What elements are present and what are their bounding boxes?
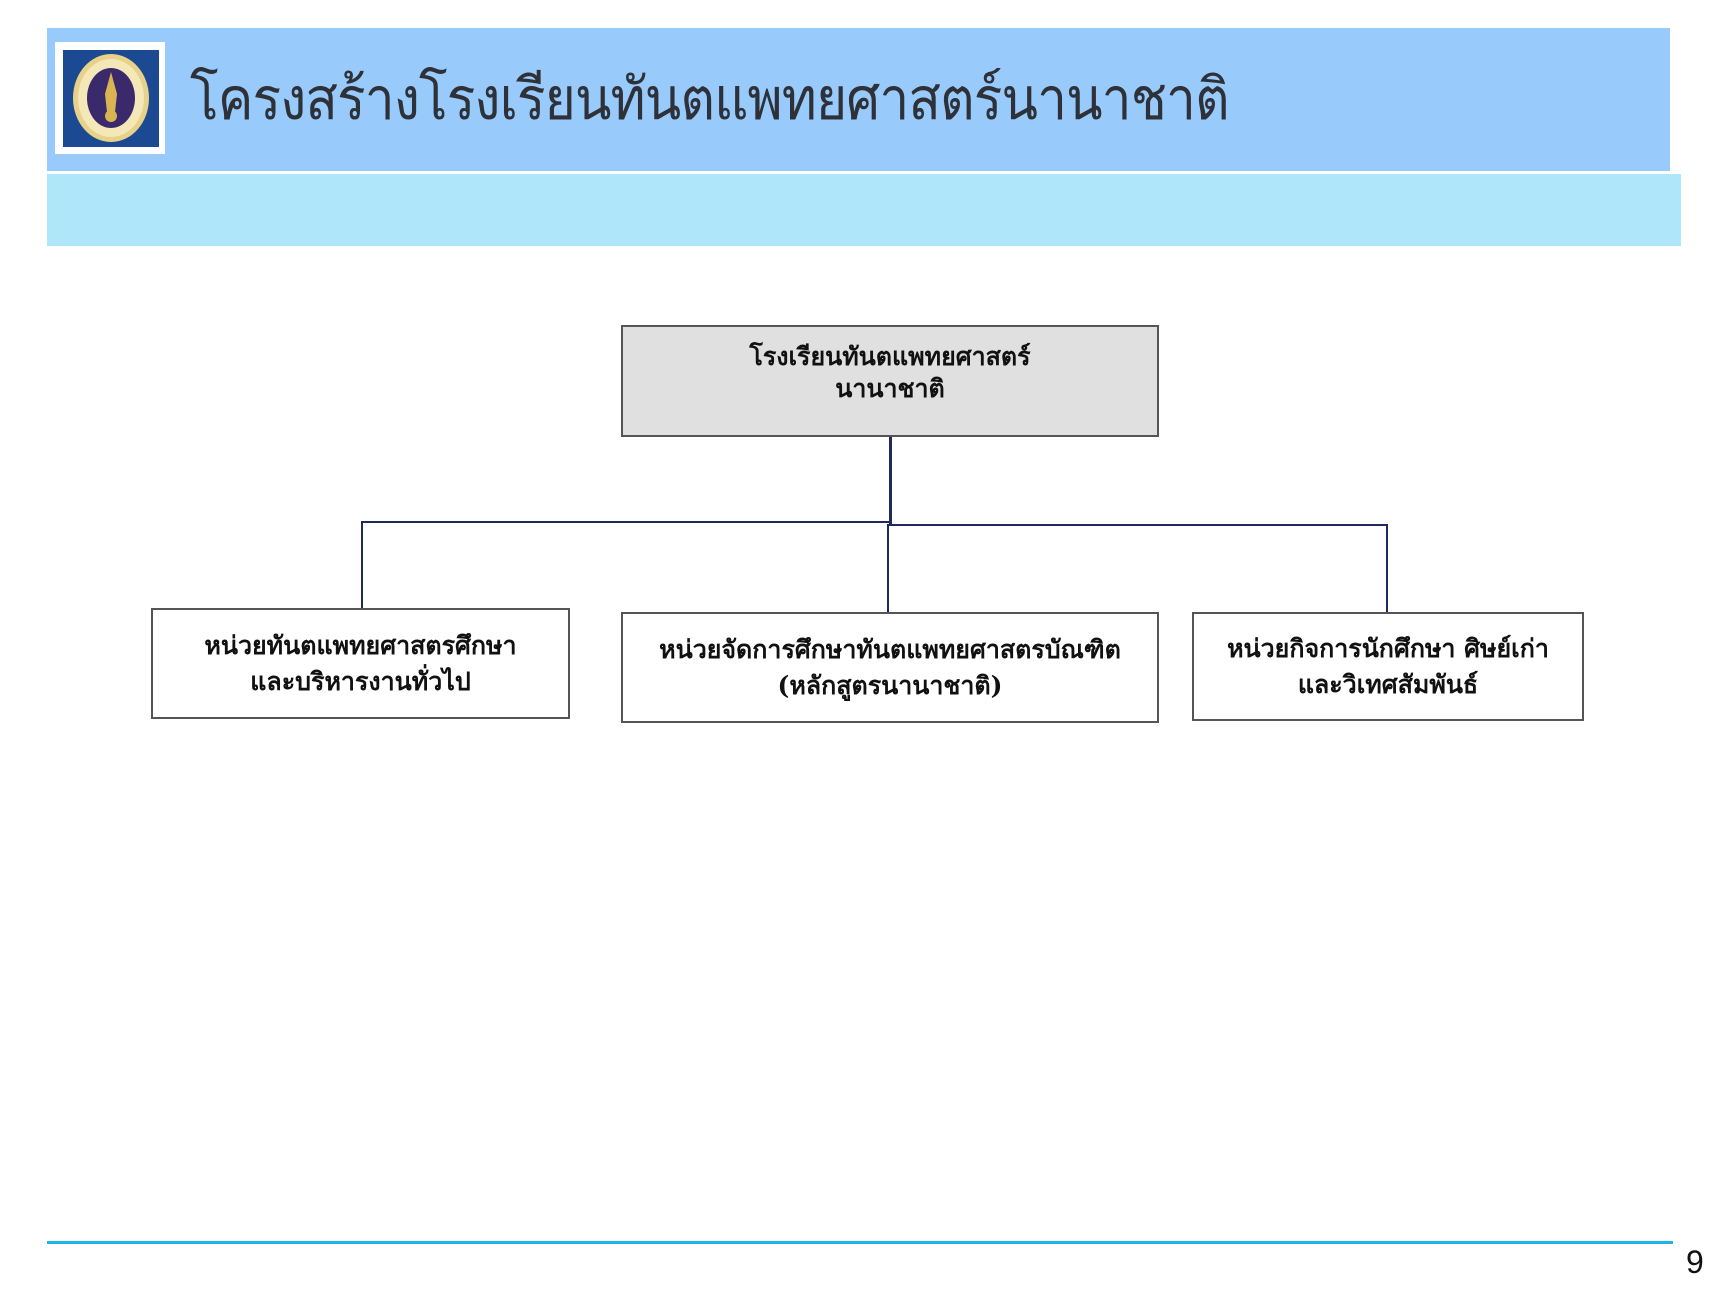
page-title: โครงสร้างโรงเรียนทันตแพทยศาสตร์นานาชาติ — [190, 65, 1230, 133]
org-unit-line: (หลักสูตรนานาชาติ) — [777, 670, 1003, 700]
org-unit-line: หน่วยจัดการศึกษาทันตแพทยศาสตรบัณฑิต — [659, 634, 1121, 664]
subheader-band — [47, 174, 1681, 246]
org-unit-line: หน่วยทันตแพทยศาสตรศึกษา — [204, 630, 517, 660]
footer-divider — [47, 1241, 1673, 1244]
org-unit-box: หน่วยจัดการศึกษาทันตแพทยศาสตรบัณฑิต (หลั… — [621, 612, 1159, 723]
connector-line — [361, 521, 891, 523]
org-unit-line: และบริหารงานทั่วไป — [250, 666, 471, 696]
connector-line — [887, 524, 889, 612]
connector-line — [361, 521, 363, 608]
header-band — [47, 28, 1670, 171]
org-unit-box: หน่วยกิจการนักศึกษา ศิษย์เก่า และวิเทศสั… — [1192, 612, 1584, 721]
org-root-line: โรงเรียนทันตแพทยศาสตร์ — [749, 342, 1031, 371]
org-root-line: นานาชาติ — [835, 374, 945, 403]
connector-line — [889, 437, 892, 525]
connector-line — [889, 524, 1388, 526]
page-number: 9 — [1686, 1244, 1704, 1280]
org-root-box: โรงเรียนทันตแพทยศาสตร์ นานาชาติ — [621, 325, 1159, 437]
seal-icon — [73, 54, 149, 142]
university-logo — [63, 50, 159, 147]
org-unit-box: หน่วยทันตแพทยศาสตรศึกษา และบริหารงานทั่ว… — [151, 608, 570, 719]
org-unit-line: และวิเทศสัมพันธ์ — [1297, 669, 1479, 699]
connector-line — [1386, 524, 1388, 612]
org-unit-line: หน่วยกิจการนักศึกษา ศิษย์เก่า — [1227, 633, 1549, 663]
